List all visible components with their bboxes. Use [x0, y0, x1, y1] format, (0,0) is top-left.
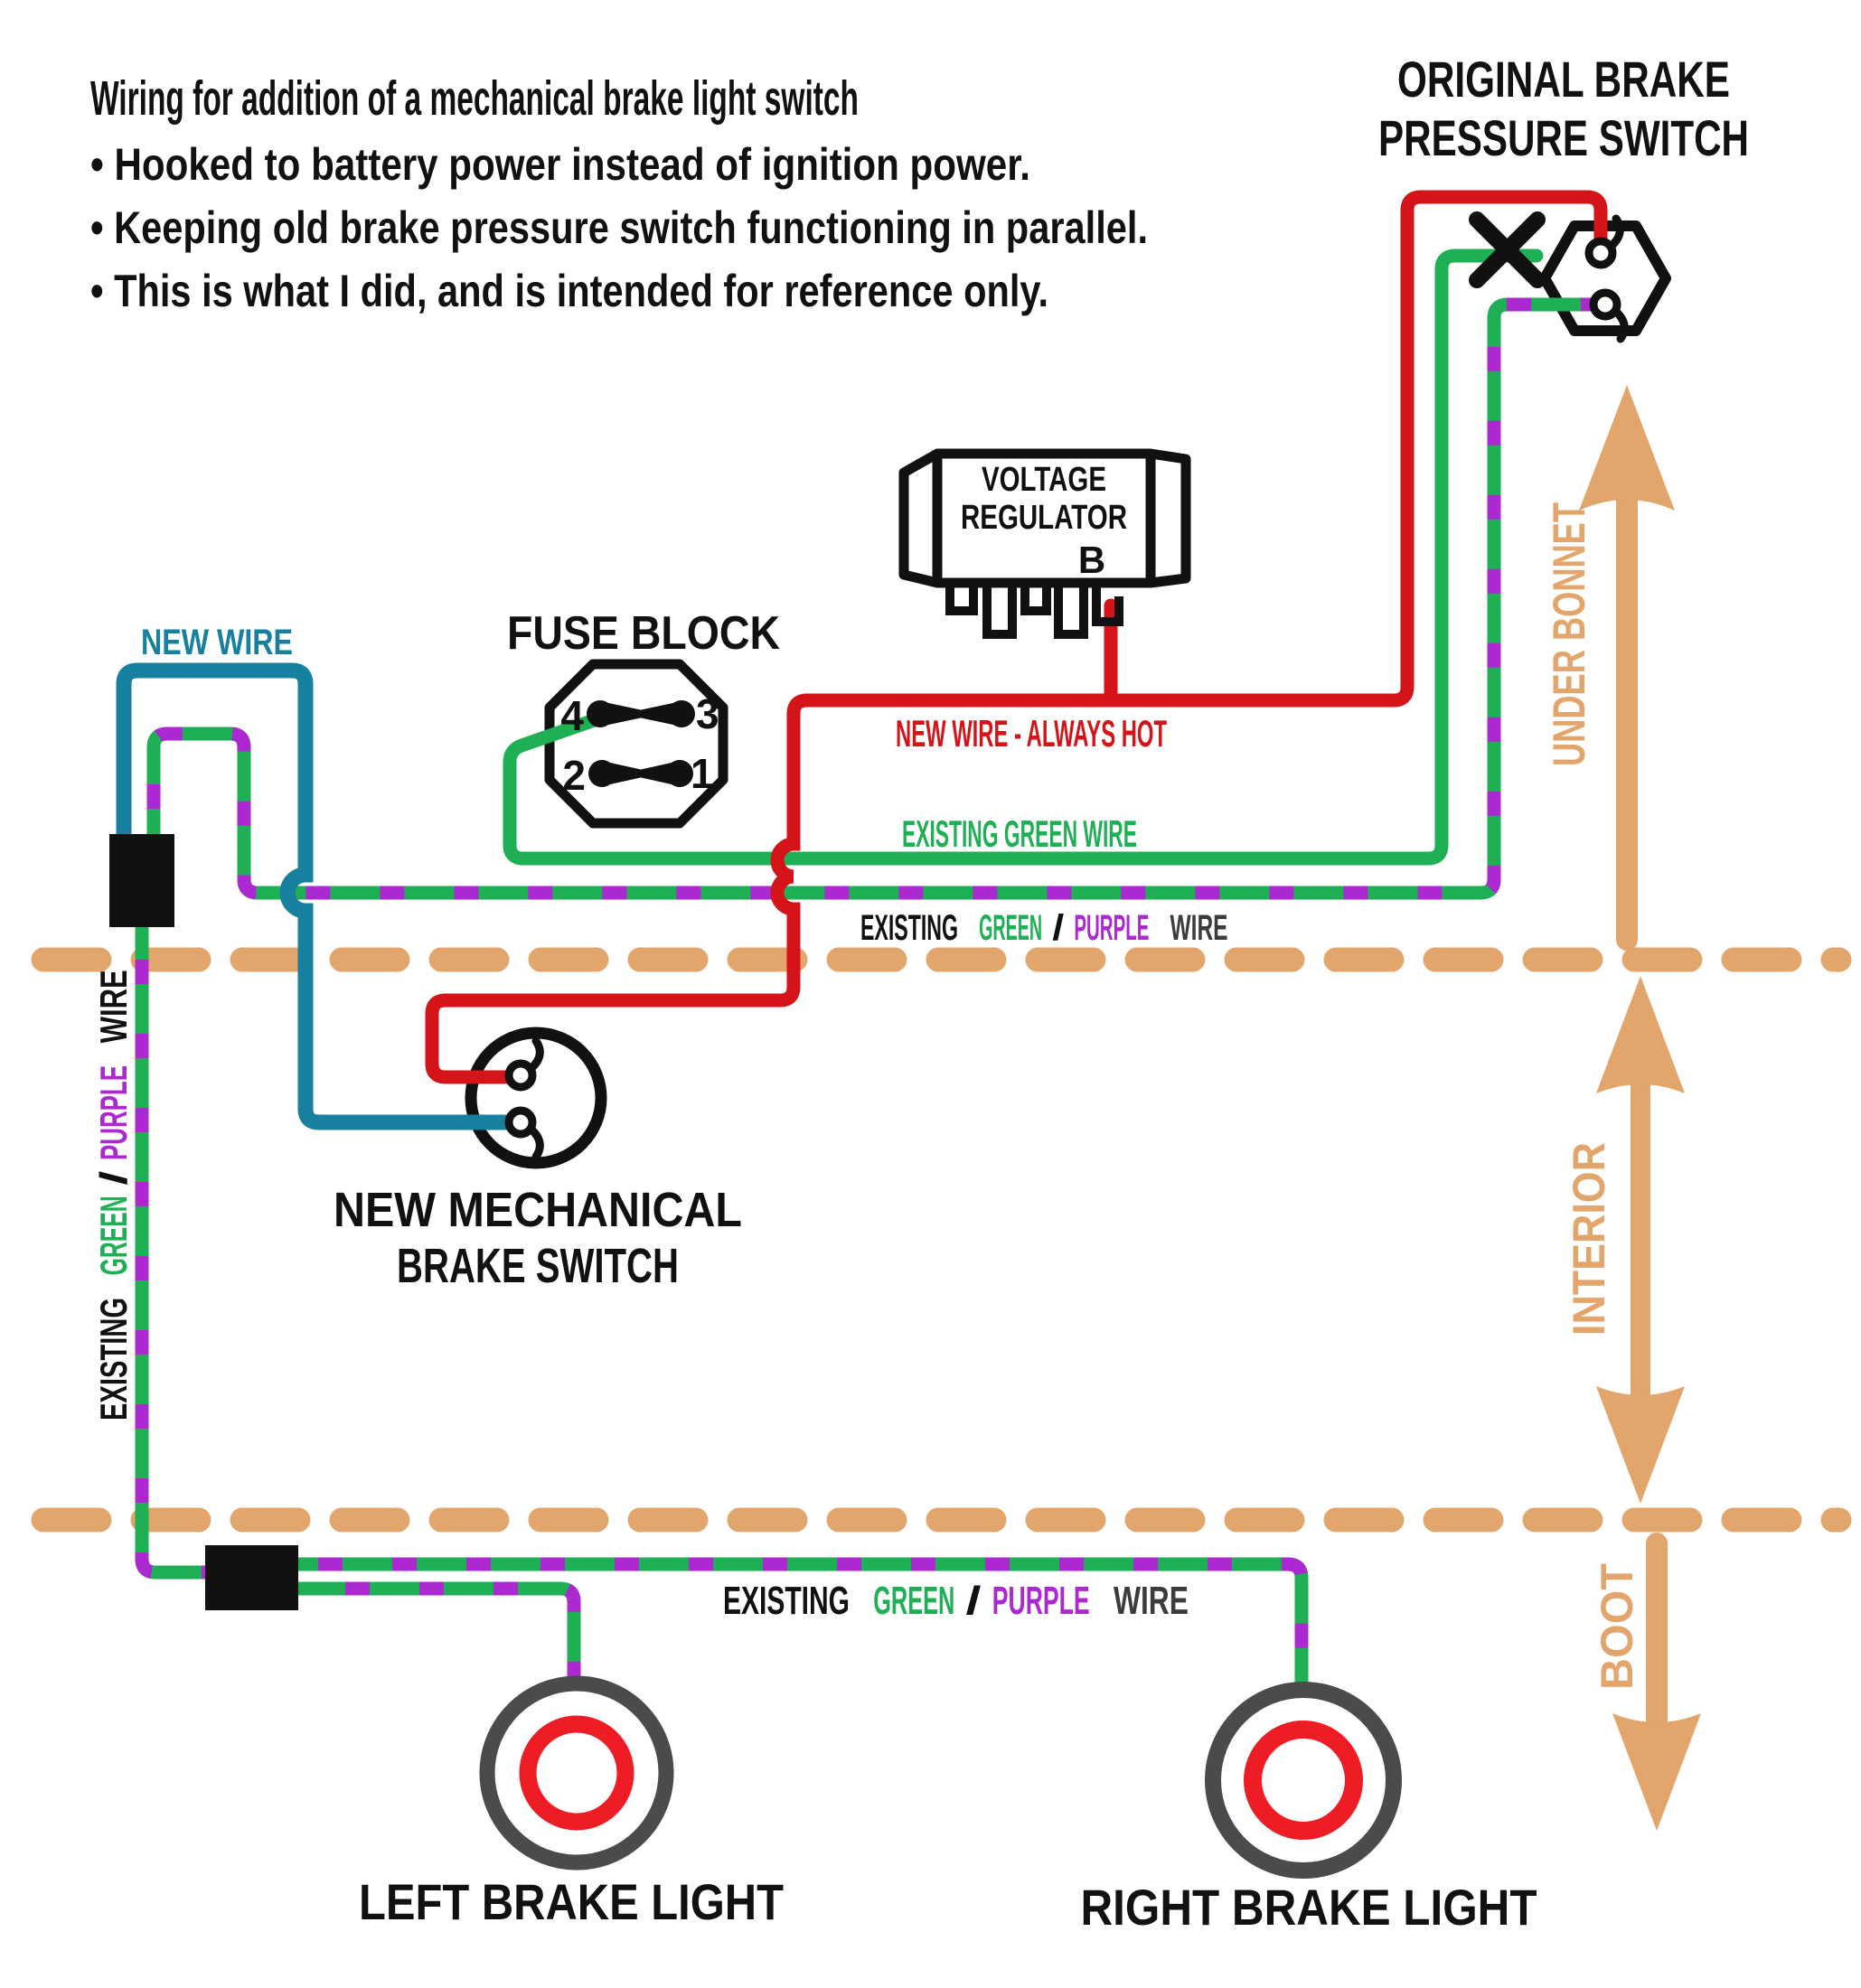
voltage-regulator — [898, 448, 1191, 588]
green-purple-dashes — [135, 297, 1594, 1699]
fuse-terminal-4: 4 — [560, 692, 584, 739]
green-purple-base — [135, 297, 1602, 1706]
left-brake-light-label: LEFT BRAKE LIGHT — [359, 1873, 784, 1930]
green-purple-wire-left-drop — [135, 914, 220, 1580]
voltage-regulator-line2: REGULATOR — [961, 499, 1127, 537]
gp-vert-existing: EXISTING — [92, 1298, 135, 1421]
always-hot-label: NEW WIRE - ALWAYS HOT — [896, 712, 1167, 755]
gp-vert-wire: WIRE — [92, 970, 135, 1043]
new-switch-title-line1: NEW MECHANICAL — [334, 1183, 742, 1237]
gp-bottom-purple: PURPLE — [992, 1579, 1090, 1623]
green-purple-wire-left-light-branch — [287, 1581, 581, 1702]
purple-dash-switch-run — [146, 297, 1594, 900]
fuse-block-title: FUSE BLOCK — [507, 607, 780, 660]
purple-dash-left-light-branch — [294, 1581, 581, 1694]
pressure-switch-terminal-bottom-tail — [1611, 306, 1629, 343]
new-switch-title-line2: BRAKE SWITCH — [397, 1239, 679, 1293]
pressure-switch-terminal-top-tail — [1606, 214, 1624, 251]
gp-upper-wire: WIRE — [1170, 908, 1228, 948]
zone-label-under-bonnet: UNDER BONNET — [1544, 502, 1594, 766]
zone-label-interior: INTERIOR — [1564, 1142, 1614, 1336]
pressure-switch-terminals — [1584, 214, 1629, 343]
green-purple-label-vertical: EXISTING GREEN / PURPLE WIRE — [92, 970, 135, 1421]
gp-vert-purple: PURPLE — [92, 1065, 135, 1160]
fuse-block-body — [544, 659, 728, 829]
fuse-terminal-numbers: 4 3 2 1 — [560, 690, 719, 799]
annotation-block: Wiring for addition of a mechanical brak… — [90, 71, 1148, 316]
purple-dash-left-drop — [135, 922, 212, 1580]
green-purple-wires — [135, 297, 1602, 1706]
interior-arrow-head-down — [1596, 1386, 1685, 1504]
disconnect-x-mark — [1469, 211, 1546, 288]
fuse-bottom-right-blade — [639, 761, 680, 786]
pressure-switch-terminal-bottom — [1589, 288, 1621, 321]
gp-bottom-wire: WIRE — [1114, 1579, 1189, 1623]
brake-switch-body — [465, 1027, 607, 1169]
annotation-bullet-3: • This is what I did, and is intended fo… — [90, 266, 1048, 316]
fuse-block-fuses — [587, 700, 695, 787]
x-stroke-2 — [1469, 211, 1546, 288]
zone-dividers — [31, 947, 1852, 1533]
existing-green-wire-path — [503, 248, 1544, 866]
component-titles: ORIGINAL BRAKE PRESSURE SWITCH FUSE BLOC… — [334, 51, 1749, 1936]
voltage-regulator-terminal-b: B — [1078, 539, 1105, 581]
annotation-bullet-1: • Hooked to battery power instead of ign… — [90, 139, 1030, 190]
zone-arrows — [1579, 385, 1701, 1831]
annotation-title: Wiring for addition of a mechanical brak… — [90, 71, 859, 126]
right-brake-light-label: RIGHT BRAKE LIGHT — [1081, 1879, 1537, 1936]
green-purple-wire-switch-run — [146, 297, 1602, 900]
left-brake-light-lamp — [519, 1715, 634, 1831]
pressure-switch-terminal-top — [1584, 237, 1617, 269]
original-switch-title-line2: PRESSURE SWITCH — [1378, 109, 1749, 166]
fuse-terminal-2: 2 — [562, 752, 586, 799]
zone-label-boot: BOOT — [1592, 1563, 1642, 1690]
gp-vert-green: GREEN — [92, 1196, 135, 1275]
existing-green-label: EXISTING GREEN WIRE — [902, 812, 1137, 855]
gp-upper-slash: / — [1052, 908, 1064, 948]
fuse-terminal-1: 1 — [691, 750, 714, 797]
green-purple-label-upper: EXISTING GREEN / PURPLE WIRE — [860, 908, 1228, 948]
interior-arrow-head-up — [1596, 976, 1685, 1093]
brake-switch-terminal-bottom-tail — [526, 1124, 544, 1161]
fuse-top-left-blade — [600, 701, 643, 727]
original-switch-title-line1: ORIGINAL BRAKE — [1397, 51, 1730, 108]
brake-switch-terminal-top — [504, 1059, 537, 1092]
gp-upper-purple: PURPLE — [1074, 908, 1149, 948]
brake-switch-terminals — [504, 1036, 544, 1161]
fuse-top-right-blade — [639, 701, 681, 727]
voltage-regulator-terminals — [945, 585, 1123, 639]
new-wire-label: NEW WIRE — [141, 623, 293, 662]
gp-bottom-green: GREEN — [873, 1579, 954, 1623]
new-wire-path — [116, 662, 520, 1130]
zone-labels: UNDER BONNET INTERIOR BOOT — [1544, 502, 1642, 1690]
boot-arrow-head — [1612, 1713, 1701, 1831]
brake-switch-terminal-bottom — [504, 1106, 537, 1139]
fuse-bottom-left-blade — [602, 761, 643, 786]
wire-labels: NEW WIRE NEW WIRE - ALWAYS HOT EXISTING … — [92, 623, 1228, 1623]
voltage-regulator-line1: VOLTAGE — [982, 461, 1106, 499]
left-brake-light — [479, 1675, 674, 1871]
brake-switch-terminal-top-tail — [526, 1036, 544, 1074]
annotation-bullet-2: • Keeping old brake pressure switch func… — [90, 202, 1148, 253]
right-brake-light — [1205, 1682, 1402, 1879]
gp-vert-slash: / — [92, 1170, 135, 1185]
connector-block-upper — [109, 834, 174, 927]
red-wire-main — [425, 190, 1608, 1084]
gp-upper-existing: EXISTING — [860, 908, 958, 948]
purple-dash-right-light-branch — [294, 1557, 1309, 1699]
gp-bottom-slash: / — [965, 1579, 981, 1623]
gp-bottom-existing: EXISTING — [723, 1579, 850, 1623]
green-purple-label-bottom: EXISTING GREEN / PURPLE WIRE — [723, 1579, 1189, 1623]
under-bonnet-arrow-head — [1579, 385, 1675, 511]
gp-upper-green: GREEN — [979, 908, 1042, 948]
right-brake-light-lamp — [1244, 1721, 1363, 1840]
connector-block-lower — [205, 1545, 298, 1610]
fuse-terminal-3: 3 — [696, 690, 719, 737]
